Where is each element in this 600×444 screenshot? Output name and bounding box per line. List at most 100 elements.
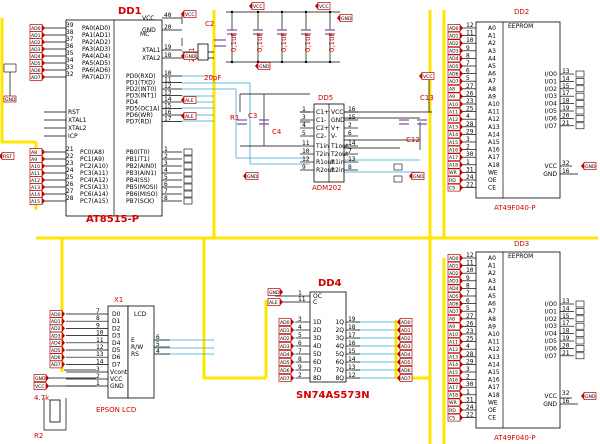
dd4-out-label[interactable]: AD5 [397,358,413,366]
dd4-net-label[interactable]: AD0 [278,318,294,326]
dd3-net-label[interactable]: AD1 [447,261,463,270]
dd2-net-label[interactable]: AD2 [447,39,463,48]
net-label-ad[interactable]: AD1 [29,31,45,39]
dd1-pb-terminal[interactable] [183,155,193,163]
net-label-ad[interactable]: AD2 [29,38,45,46]
dd4-out-label[interactable]: AD7 [397,374,413,382]
dd2-io-terminal[interactable] [575,70,585,78]
dd3-io-terminal[interactable] [575,352,585,360]
gnd-label-dd5[interactable]: GND [243,172,259,180]
dd4-out-label[interactable]: AD2 [397,334,413,342]
lcd-vcc-label[interactable]: VCC [33,382,49,390]
lcd-net-label[interactable]: AD7 [49,360,65,369]
dd3-net-label[interactable]: A8 [447,314,463,323]
dd4-out-label[interactable]: AD6 [397,366,413,374]
dd4-net-label[interactable]: AD3 [278,342,294,350]
dd4-out-label[interactable]: AD3 [397,342,413,350]
dd4-net-label[interactable]: AD5 [278,358,294,366]
net-label-a[interactable]: A11 [29,169,45,177]
dd3-net-label[interactable]: AD6 [447,299,463,308]
dd2-net-label[interactable]: AD1 [447,31,463,40]
dd2-net-label[interactable]: A16 [447,145,463,154]
dd2-net-label[interactable]: A10 [447,100,463,108]
dd2-io-terminal[interactable] [575,107,585,115]
vcc-label-caps[interactable]: VCC [315,2,331,10]
vcc-label-dd5[interactable]: VCC [419,72,435,80]
dd3-net-label[interactable]: A14 [447,360,463,369]
dd4-net-label[interactable]: AD7 [278,374,294,382]
dd4-gnd-label[interactable]: GND [267,288,283,296]
dd1-pb-terminal[interactable] [183,197,193,205]
net-label-a[interactable]: A12 [29,176,45,184]
dd2-io-terminal[interactable] [575,78,585,85]
gnd-label-dd5-2[interactable]: GND [409,172,425,180]
dd2-net-label[interactable]: A11 [447,107,463,116]
dd3-net-label[interactable]: A17 [447,383,463,392]
dd2-net-label[interactable]: A9 [447,92,463,101]
dd3-net-label[interactable]: CS [447,413,463,422]
net-label-ad[interactable]: AD0 [29,24,45,32]
net-label-ad[interactable]: AD6 [29,66,45,74]
dd3-net-label[interactable]: AD5 [447,292,463,300]
dd3-net-label[interactable]: A16 [447,375,463,384]
net-label-a[interactable]: A10 [29,162,45,170]
dd2-net-label[interactable]: A17 [447,153,463,162]
dd2-net-label[interactable]: CS [447,183,463,192]
dd1-pb-terminal[interactable] [183,183,193,191]
lcd-gnd-label[interactable]: GND [33,374,49,382]
dd3-body[interactable] [475,251,561,429]
dd2-net-label[interactable]: AD5 [447,62,463,70]
gnd-label-caps[interactable]: GND [337,14,353,22]
rst-label[interactable]: RST [0,152,15,160]
dd3-io-terminal[interactable] [575,322,585,330]
dd2-io-terminal[interactable] [575,115,585,122]
dd1-pb-terminal[interactable] [183,190,193,198]
dd2-net-label[interactable]: AD7 [447,77,463,86]
dd3-net-label[interactable]: WR [447,398,463,407]
dd2-net-label[interactable]: AD0 [447,24,463,32]
dd2-io-terminal[interactable] [575,85,585,93]
dd1-pb-terminal[interactable] [183,162,193,170]
rs232-terminal[interactable] [393,163,403,171]
dd2-io-terminal[interactable] [575,92,585,100]
dd3-net-label[interactable]: A15 [447,368,463,376]
dd3-io-terminal[interactable] [575,337,585,345]
dd3-io-terminal[interactable] [575,330,585,337]
dd2-io-terminal[interactable] [575,100,585,107]
vcc-label-dd1[interactable]: VCC [181,10,197,18]
dd3-net-label[interactable]: AD4 [447,284,463,293]
dd3-net-label[interactable]: A11 [447,337,463,346]
dd2-net-label[interactable]: A15 [447,138,463,146]
dd1-pb-terminal[interactable] [183,148,193,156]
net-label-ad[interactable]: AD4 [29,52,45,60]
gnd-label-caps-2[interactable]: GND [255,62,271,70]
ale-label-dd1[interactable]: ALE [181,96,197,104]
dd2-net-label[interactable]: A8 [447,84,463,93]
net-label-a[interactable]: A14 [29,190,45,198]
dd4-net-label[interactable]: AD4 [278,350,294,358]
dd2-gnd-label[interactable]: GND [581,162,597,170]
dd2-net-label[interactable]: AD4 [447,54,463,63]
dd2-net-label[interactable]: AD3 [447,46,463,55]
dd2-net-label[interactable]: A13 [447,122,463,131]
dd3-net-label[interactable]: AD7 [447,307,463,316]
dd3-net-label[interactable]: AD3 [447,276,463,285]
dd3-io-terminal[interactable] [575,308,585,315]
dd2-body[interactable] [475,21,561,199]
dd3-io-terminal[interactable] [575,300,585,308]
dd1-pb-terminal[interactable] [183,169,193,177]
dd4-ale-label[interactable]: ALE [267,298,283,306]
dd2-io-terminal[interactable] [575,122,585,130]
dd3-io-terminal[interactable] [575,345,585,352]
ale-label-dd1-2[interactable]: ALE [181,112,197,120]
dd2-net-label[interactable]: WR [447,168,463,177]
dd4-out-label[interactable]: AD1 [397,326,413,334]
dd4-body[interactable] [309,291,347,383]
dd4-out-label[interactable]: AD4 [397,350,413,358]
dd3-gnd-label[interactable]: GND [581,392,597,400]
dd2-net-label[interactable]: A12 [447,115,463,124]
